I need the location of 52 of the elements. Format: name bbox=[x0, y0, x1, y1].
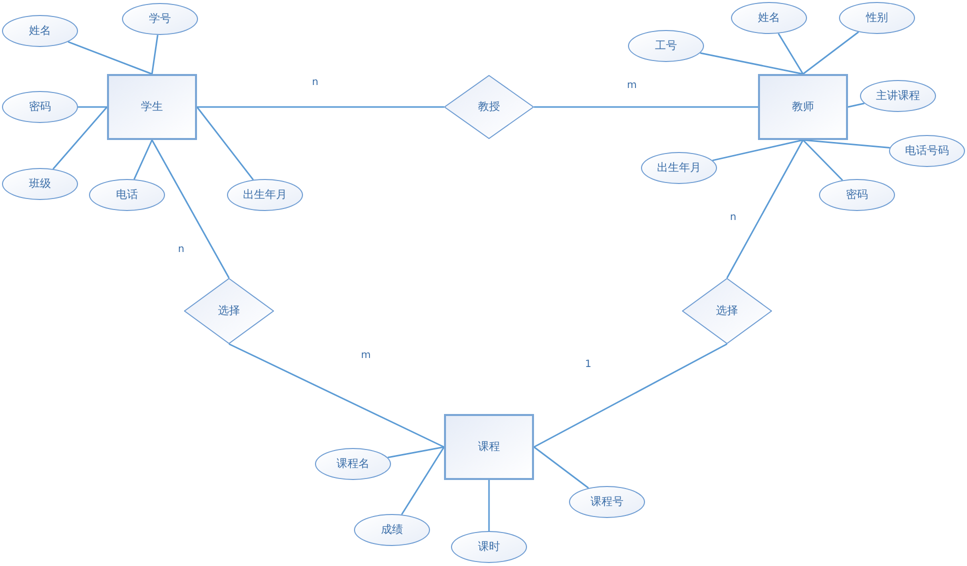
attribute-ellipse: 出生年月 bbox=[227, 179, 303, 211]
connector-line bbox=[848, 102, 864, 108]
cardinality-label: n bbox=[177, 245, 186, 255]
connector-line bbox=[52, 106, 108, 170]
connector-line bbox=[534, 106, 758, 108]
attribute-ellipse: 姓名 bbox=[2, 15, 78, 47]
attribute-ellipse: 课程名 bbox=[315, 448, 391, 480]
connector-line bbox=[802, 139, 844, 181]
attribute-ellipse: 班级 bbox=[2, 168, 78, 200]
connector-line bbox=[197, 106, 444, 108]
connector-line bbox=[712, 139, 804, 162]
connector-line bbox=[228, 343, 444, 448]
connector-line bbox=[151, 34, 158, 74]
attribute-ellipse: 电话号码 bbox=[889, 135, 965, 167]
attribute-ellipse: 主讲课程 bbox=[860, 80, 936, 112]
connector-line bbox=[78, 106, 107, 108]
cardinality-label: 1 bbox=[584, 360, 592, 370]
cardinality-label: m bbox=[626, 81, 638, 91]
attribute-ellipse: 性别 bbox=[839, 2, 915, 34]
entity-box: 教师 bbox=[758, 74, 848, 140]
connector-line bbox=[778, 33, 804, 74]
cardinality-label: n bbox=[729, 213, 738, 223]
connector-line bbox=[388, 446, 444, 458]
connector-line bbox=[700, 52, 804, 75]
connector-line bbox=[68, 41, 152, 75]
attribute-ellipse: 密码 bbox=[2, 91, 78, 123]
attribute-ellipse: 电话 bbox=[89, 179, 165, 211]
relationship-diamond: 选择 bbox=[184, 278, 274, 344]
connector-line bbox=[401, 446, 445, 515]
attribute-ellipse: 成绩 bbox=[354, 514, 430, 546]
cardinality-label: m bbox=[360, 351, 372, 361]
attribute-ellipse: 课程号 bbox=[569, 486, 645, 518]
connector-line bbox=[534, 446, 589, 489]
entity-box: 学生 bbox=[107, 74, 197, 140]
connector-line bbox=[151, 140, 230, 278]
connector-line bbox=[802, 139, 890, 148]
attribute-ellipse: 学号 bbox=[122, 3, 198, 35]
connector-line bbox=[133, 140, 153, 180]
connector-line bbox=[488, 480, 490, 531]
attribute-ellipse: 工号 bbox=[628, 30, 704, 62]
attribute-ellipse: 密码 bbox=[819, 179, 895, 211]
connector-line bbox=[802, 31, 859, 75]
attribute-ellipse: 姓名 bbox=[731, 2, 807, 34]
cardinality-label: n bbox=[311, 78, 320, 88]
connector-line bbox=[726, 140, 804, 278]
relationship-diamond: 选择 bbox=[682, 278, 772, 344]
connector-line bbox=[534, 343, 728, 448]
attribute-ellipse: 课时 bbox=[451, 531, 527, 563]
attribute-ellipse: 出生年月 bbox=[641, 152, 717, 184]
entity-box: 课程 bbox=[444, 414, 534, 480]
connector-line bbox=[196, 106, 254, 180]
relationship-diamond: 教授 bbox=[444, 75, 534, 139]
